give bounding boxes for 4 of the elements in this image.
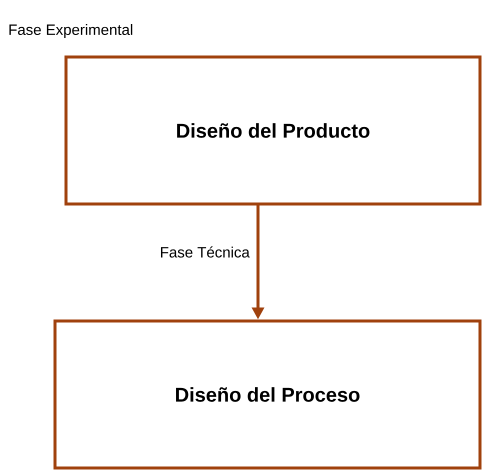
phase-label: Fase Experimental <box>9 24 132 38</box>
process-box: Diseño del Producto <box>64 56 482 206</box>
process-box: Diseño del Proceso <box>54 320 482 470</box>
edge-label: Fase Técnica <box>161 246 250 258</box>
